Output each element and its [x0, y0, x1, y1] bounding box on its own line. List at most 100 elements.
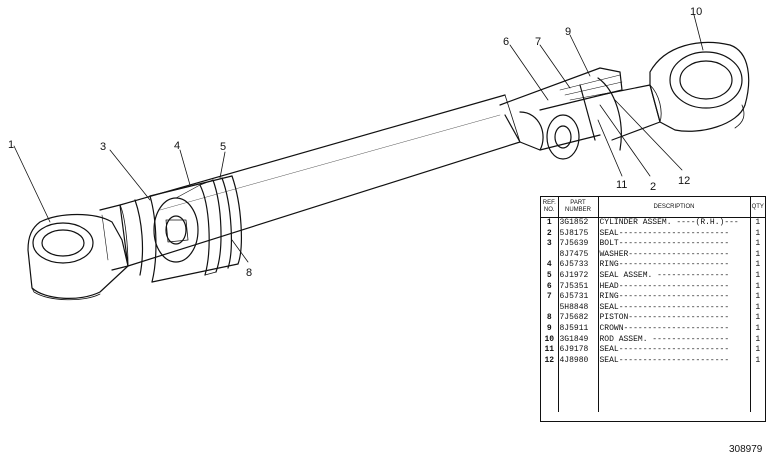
part-number-cell: 6J5731 — [558, 292, 599, 303]
ref-cell: 7 — [541, 292, 559, 303]
part-number-cell: 6J1972 — [558, 270, 599, 282]
qty-cell: 1 — [755, 345, 761, 355]
callout-6: 6 — [503, 36, 509, 48]
ref-cell: 4 — [541, 260, 559, 271]
part-number-cell: 4J8980 — [558, 355, 599, 367]
callout-10: 10 — [690, 6, 702, 18]
callout-7: 7 — [535, 36, 541, 48]
qty-cell: 1 — [755, 323, 761, 333]
qty-cell: 1 — [755, 270, 761, 280]
description-cell: WASHER--------------------- — [598, 249, 751, 261]
ref-cell: 5 — [541, 270, 559, 282]
header-qty: QTY — [750, 197, 765, 218]
part-number-cell: 5H8848 — [558, 302, 599, 314]
empty-cell — [541, 366, 559, 413]
ref-cell — [541, 249, 559, 261]
description-cell: CROWN---------------------- — [598, 323, 751, 335]
description-cell: PISTON--------------------- — [598, 313, 751, 324]
table-header-row: REF. NO. PART NUMBER DESCRIPTION QTY — [541, 197, 765, 218]
callout-3: 3 — [100, 141, 106, 153]
ref-cell: 1 — [541, 217, 559, 229]
part-number-cell: 6J5733 — [558, 260, 599, 271]
ref-cell: 6 — [541, 281, 559, 293]
description-cell: SEAL----------------------- — [598, 302, 751, 314]
description-cell: BOLT----------------------- — [598, 239, 751, 250]
callout-leaders — [13, 14, 704, 263]
ref-cell: 12 — [541, 355, 559, 367]
description-cell: CYLINDER ASSEM. ----(R.H.)--- — [598, 217, 751, 229]
description-cell: RING----------------------- — [598, 260, 751, 271]
description-cell: SEAL----------------------- — [598, 345, 751, 356]
empty-cell — [598, 366, 751, 413]
qty-cell: 1 — [755, 334, 761, 344]
callout-1: 1 — [8, 139, 14, 151]
ref-cell: 9 — [541, 323, 559, 335]
rod-eye — [649, 41, 750, 132]
qty-cell: 1 — [755, 292, 761, 302]
drawing-number: 308979 — [729, 444, 763, 455]
ref-cell: 11 — [541, 345, 559, 356]
callout-12: 12 — [678, 175, 690, 187]
callout-9: 9 — [565, 26, 571, 38]
part-number-cell: 7J5682 — [558, 313, 599, 324]
piston-cutaway — [119, 175, 242, 283]
header-part-number: PART NUMBER — [558, 197, 599, 218]
ref-cell — [541, 302, 559, 314]
description-cell: SEAL----------------------- — [598, 355, 751, 367]
part-number-cell: 7J5351 — [558, 281, 599, 293]
description-cell: SEAL----------------------- — [598, 228, 751, 240]
callout-labels: 1 2 3 4 5 6 7 8 9 10 11 12 — [8, 6, 702, 279]
cylinder-barrel — [119, 94, 521, 267]
qty-cell: 1 — [755, 228, 761, 238]
cylinder-head-eye — [27, 204, 129, 301]
part-number-cell: 3G1852 — [558, 217, 599, 229]
callout-11: 11 — [616, 179, 627, 191]
header-ref-no: REF. NO. — [541, 197, 559, 218]
empty-cell — [558, 366, 599, 413]
ref-cell: 2 — [541, 228, 559, 240]
callout-2: 2 — [650, 181, 656, 193]
empty-cell — [750, 366, 765, 412]
qty-cell: 1 — [755, 249, 761, 259]
ref-cell: 8 — [541, 313, 559, 324]
qty-cell: 1 — [755, 355, 761, 365]
part-number-cell: 5J8175 — [558, 228, 599, 240]
qty-cell: 1 — [755, 313, 761, 323]
table-empty-space — [541, 366, 765, 413]
part-number-cell: 6J9178 — [558, 345, 599, 356]
qty-cell: 1 — [755, 260, 761, 270]
callout-4: 4 — [174, 140, 180, 152]
callout-8: 8 — [246, 267, 252, 279]
part-number-cell: 8J5911 — [558, 323, 599, 335]
callout-5: 5 — [220, 141, 226, 153]
qty-cell: 1 — [755, 281, 761, 291]
header-description: DESCRIPTION — [598, 197, 751, 218]
ref-cell: 3 — [541, 239, 559, 250]
part-number-cell: 7J5639 — [558, 239, 599, 250]
description-cell: RING----------------------- — [598, 292, 751, 303]
ref-cell: 10 — [541, 334, 559, 346]
part-number-cell: 8J7475 — [558, 249, 599, 261]
rod-head-cutaway — [499, 67, 662, 160]
description-cell: SEAL ASSEM. --------------- — [598, 270, 751, 282]
description-cell: HEAD----------------------- — [598, 281, 751, 293]
qty-cell: 1 — [755, 218, 761, 227]
qty-cell: 1 — [755, 302, 761, 312]
